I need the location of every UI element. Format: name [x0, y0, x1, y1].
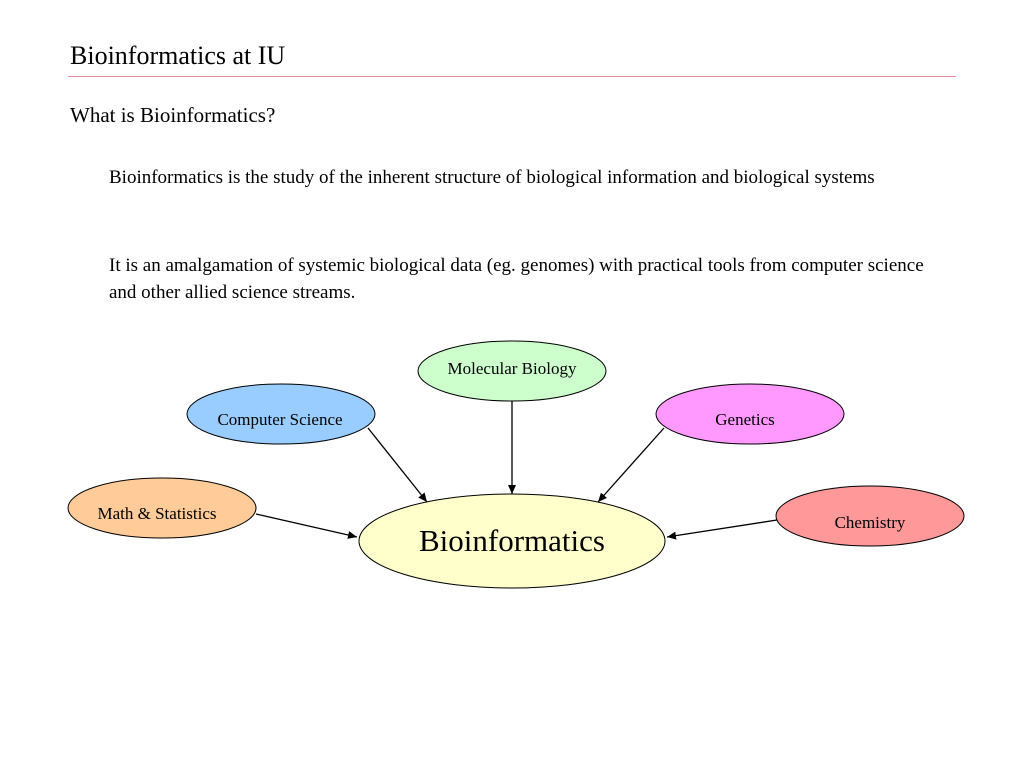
node-molecular-biology-label: Molecular Biology	[448, 359, 577, 378]
node-chemistry-label: Chemistry	[835, 513, 906, 532]
title-divider	[68, 76, 956, 77]
node-genetics: Genetics	[655, 383, 845, 445]
node-computer-science-ellipse	[186, 383, 376, 445]
node-math-statistics-ellipse	[67, 477, 257, 539]
edge-computer-science	[367, 427, 428, 503]
center-node-bioinformatics: Bioinformatics	[358, 493, 666, 589]
node-computer-science-label: Computer Science	[217, 410, 342, 429]
edge-chemistry	[666, 519, 778, 540]
node-molecular-biology: Molecular Biology	[417, 340, 607, 402]
node-computer-science: Computer Science	[186, 383, 376, 445]
node-chemistry: Chemistry	[775, 485, 965, 547]
edge-math-statistics	[255, 513, 358, 539]
section-heading: What is Bioinformatics?	[70, 103, 276, 127]
node-math-statistics-label: Math & Statistics	[98, 504, 217, 523]
node-chemistry-ellipse	[775, 485, 965, 547]
node-genetics-label: Genetics	[715, 410, 774, 429]
edge-genetics	[597, 427, 665, 503]
center-node-label: Bioinformatics	[419, 523, 605, 558]
node-molecular-biology-ellipse	[417, 340, 607, 402]
node-math-statistics: Math & Statistics	[67, 477, 257, 539]
center-node-ellipse	[358, 493, 666, 589]
slide-title: Bioinformatics at IU	[70, 41, 286, 70]
node-genetics-ellipse	[655, 383, 845, 445]
description-paragraph: It is an amalgamation of systemic biolog…	[109, 255, 924, 303]
definition-paragraph: Bioinformatics is the study of the inher…	[109, 167, 875, 188]
